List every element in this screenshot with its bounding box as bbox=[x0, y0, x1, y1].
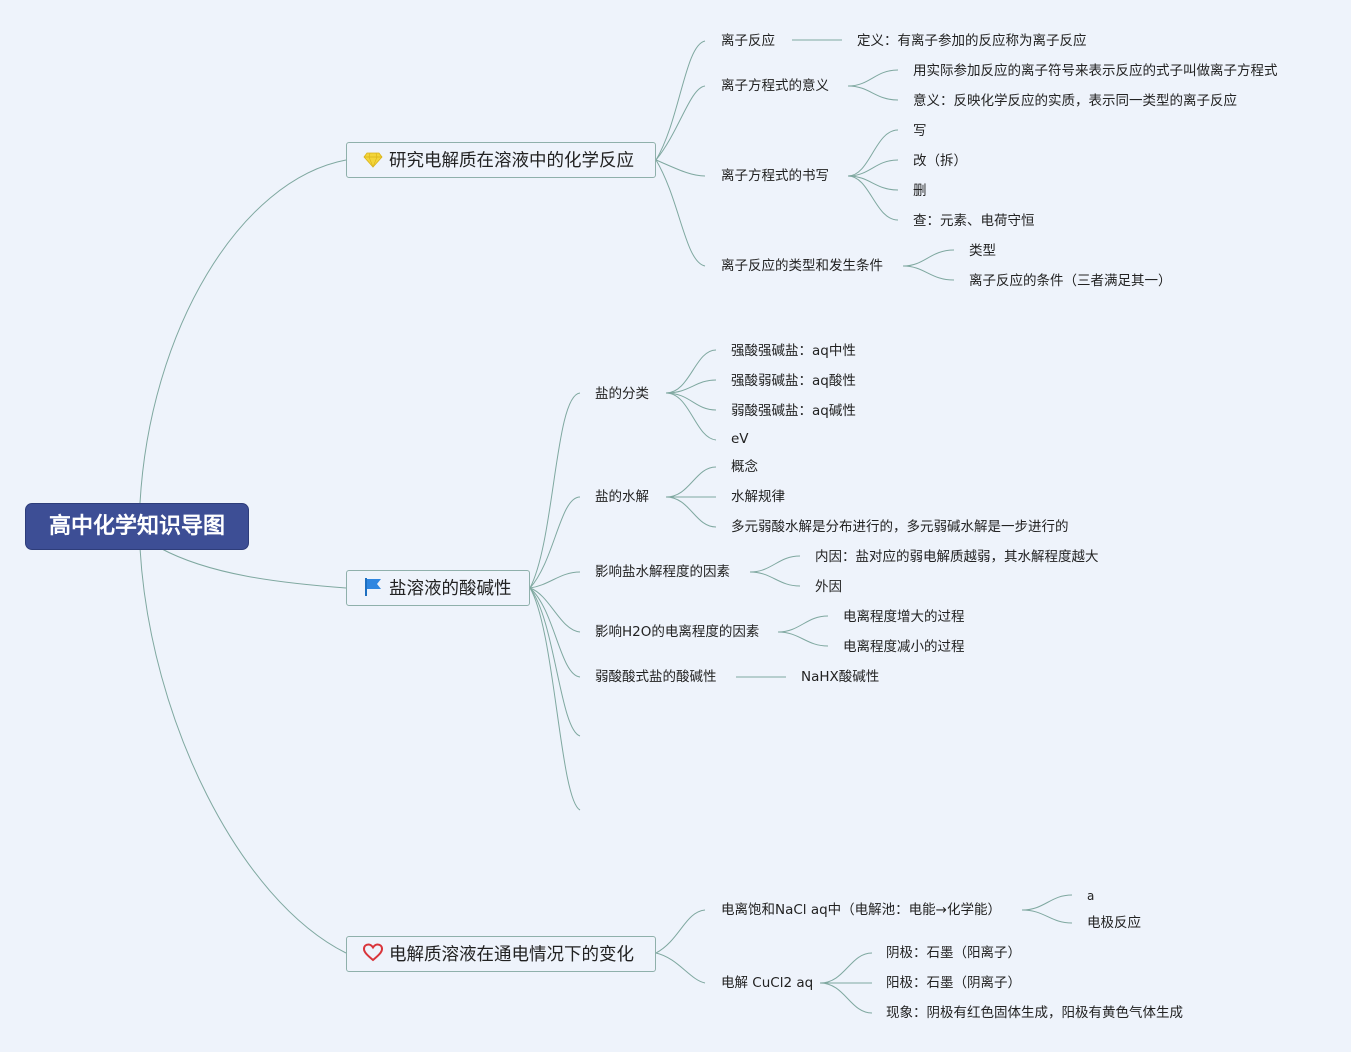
subtopic[interactable]: 改（拆） bbox=[913, 153, 967, 169]
topic-acid-salt[interactable]: 弱酸酸式盐的酸碱性 bbox=[595, 669, 717, 685]
subtopic[interactable]: 水解规律 bbox=[731, 489, 785, 505]
root-topic[interactable]: 高中化学知识导图 bbox=[25, 503, 249, 550]
subtopic[interactable]: 强酸弱碱盐：aq酸性 bbox=[731, 373, 856, 389]
subtopic[interactable]: 内因：盐对应的弱电解质越弱，其水解程度越大 bbox=[815, 549, 1099, 565]
subtopic[interactable]: 外因 bbox=[815, 579, 842, 595]
subtopic[interactable]: 离子反应的条件（三者满足其一） bbox=[969, 273, 1172, 289]
subtopic[interactable]: 弱酸强碱盐：aq碱性 bbox=[731, 403, 856, 419]
subtopic[interactable]: 定义：有离子参加的反应称为离子反应 bbox=[857, 33, 1087, 49]
topic-hydrolysis-factors[interactable]: 影响盐水解程度的因素 bbox=[595, 564, 730, 580]
heart-icon bbox=[363, 943, 383, 963]
subtopic[interactable]: NaHX酸碱性 bbox=[801, 669, 880, 685]
topic-salt-classification[interactable]: 盐的分类 bbox=[595, 386, 649, 402]
subtopic[interactable]: 强酸强碱盐：aq中性 bbox=[731, 343, 856, 359]
topic-water-ionization-factors[interactable]: 影响H2O的电离程度的因素 bbox=[595, 624, 760, 640]
flag-icon bbox=[363, 577, 383, 597]
topic-ionic-reaction[interactable]: 离子反应 bbox=[721, 33, 775, 49]
subtopic[interactable]: 用实际参加反应的离子符号来表示反应的式子叫做离子方程式 bbox=[913, 63, 1278, 79]
topic-nacl-electrolysis[interactable]: 电离饱和NaCl aq中（电解池：电能→化学能） bbox=[721, 902, 1001, 918]
subtopic[interactable]: 查：元素、电荷守恒 bbox=[913, 213, 1035, 229]
subtopic[interactable]: 意义：反映化学反应的实质，表示同一类型的离子反应 bbox=[913, 93, 1237, 109]
subtopic[interactable]: 写 bbox=[913, 123, 927, 139]
topic-ionic-equation-writing[interactable]: 离子方程式的书写 bbox=[721, 168, 829, 184]
subtopic[interactable]: 类型 bbox=[969, 243, 996, 259]
branch-label: 研究电解质在溶液中的化学反应 bbox=[389, 151, 634, 171]
subtopic[interactable]: 电极反应 bbox=[1087, 915, 1141, 931]
topic-reaction-types[interactable]: 离子反应的类型和发生条件 bbox=[721, 258, 883, 274]
branch-salt-acidity[interactable]: 盐溶液的酸碱性 bbox=[346, 570, 530, 606]
subtopic[interactable]: 电离程度增大的过程 bbox=[843, 609, 965, 625]
subtopic[interactable]: 删 bbox=[913, 183, 927, 199]
subtopic[interactable]: 现象：阴极有红色固体生成，阳极有黄色气体生成 bbox=[886, 1005, 1183, 1021]
subtopic[interactable]: 多元弱酸水解是分布进行的，多元弱碱水解是一步进行的 bbox=[731, 519, 1069, 535]
subtopic[interactable]: 阴极：石墨（阳离子） bbox=[886, 945, 1021, 961]
gem-icon bbox=[363, 149, 383, 169]
branch-electrolysis[interactable]: 电解质溶液在通电情况下的变化 bbox=[346, 936, 656, 972]
subtopic[interactable]: 电离程度减小的过程 bbox=[843, 639, 965, 655]
subtopic[interactable]: a bbox=[1087, 889, 1095, 903]
branch-label: 盐溶液的酸碱性 bbox=[389, 579, 512, 599]
subtopic[interactable]: 阳极：石墨（阴离子） bbox=[886, 975, 1021, 991]
branch-label: 电解质溶液在通电情况下的变化 bbox=[389, 945, 634, 965]
subtopic[interactable]: eV bbox=[731, 431, 749, 447]
topic-ionic-equation-meaning[interactable]: 离子方程式的意义 bbox=[721, 78, 829, 94]
topic-cucl2-electrolysis[interactable]: 电解 CuCl2 aq bbox=[721, 975, 814, 991]
topic-salt-hydrolysis[interactable]: 盐的水解 bbox=[595, 489, 649, 505]
branch-electrolyte-reactions[interactable]: 研究电解质在溶液中的化学反应 bbox=[346, 142, 656, 178]
subtopic[interactable]: 概念 bbox=[731, 459, 758, 475]
